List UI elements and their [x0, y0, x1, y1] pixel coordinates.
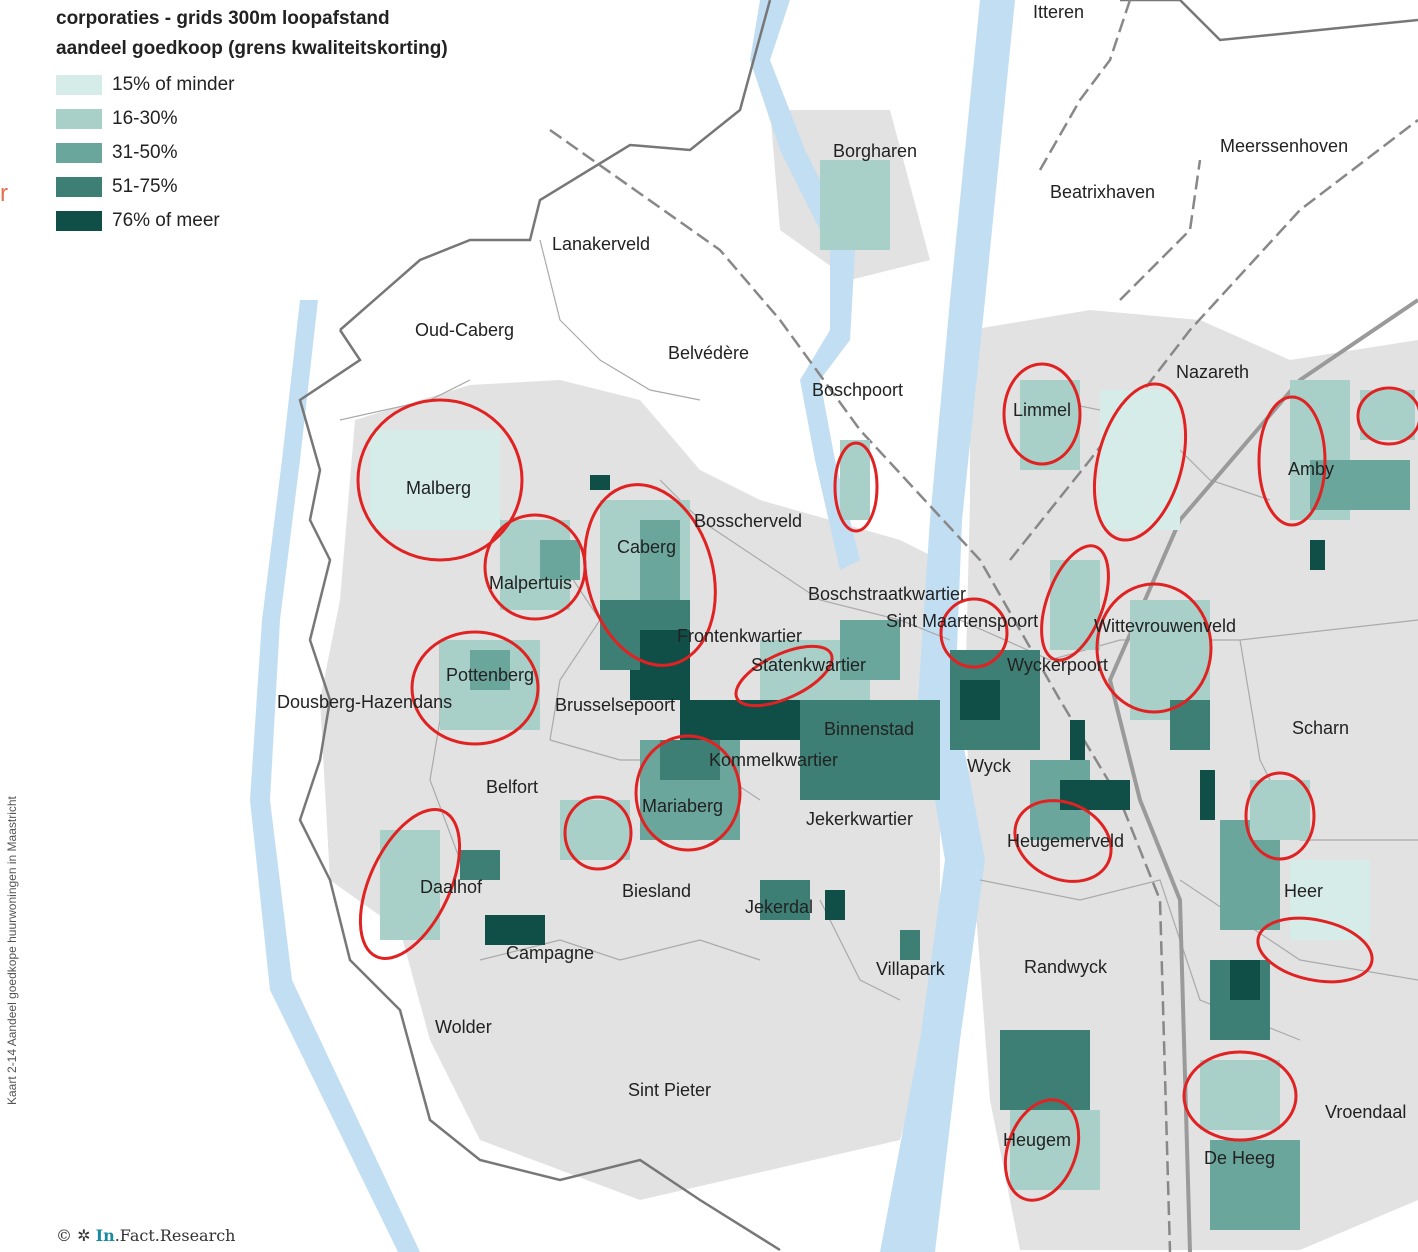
place-label: Amby — [1288, 459, 1334, 479]
place-label: Pottenberg — [446, 665, 534, 685]
place-label: Nazareth — [1176, 362, 1249, 382]
place-label: Wyckerpoort — [1007, 655, 1108, 675]
copyright-notice: © ✲ In.Fact.Research — [56, 1226, 235, 1245]
place-label: Villapark — [876, 959, 946, 979]
river-west — [750, 0, 860, 570]
legend-item: 15% of minder — [56, 68, 448, 102]
legend-swatch — [56, 143, 102, 163]
place-label: Randwyck — [1024, 957, 1108, 977]
place-label: Boschstraatkwartier — [808, 584, 966, 604]
place-label: Belfort — [486, 777, 538, 797]
legend-item: 16-30% — [56, 102, 448, 136]
legend-title: corporaties - grids 300m loopafstand — [56, 8, 390, 29]
place-label: Brusselsepoort — [555, 695, 675, 715]
place-label: Campagne — [506, 943, 594, 963]
legend-label: 15% of minder — [112, 74, 235, 95]
place-label: Bosscherveld — [694, 511, 802, 531]
legend-label: 76% of meer — [112, 210, 220, 231]
river-maas — [880, 0, 1015, 1252]
highlight-circles — [356, 362, 1418, 1202]
place-label: Malberg — [406, 478, 471, 498]
grid-cells — [370, 160, 1415, 1230]
place-label: Statenkwartier — [751, 655, 866, 675]
place-label: Mariaberg — [642, 796, 723, 816]
legend-subtitle: aandeel goedkoop (grens kwaliteitskortin… — [56, 38, 448, 59]
map-legend: corporaties - grids 300m loopafstand aan… — [56, 8, 448, 238]
place-label: Sint Maartenspoort — [886, 611, 1038, 631]
place-label: Scharn — [1292, 718, 1349, 738]
legend-label: 51-75% — [112, 176, 178, 197]
place-label: Sint Pieter — [628, 1080, 711, 1100]
place-label: Limmel — [1013, 400, 1071, 420]
copyright-symbol: © — [56, 1226, 72, 1245]
legend-item: 76% of meer — [56, 204, 448, 238]
place-label: Beatrixhaven — [1050, 182, 1155, 202]
place-label: Jekerdal — [745, 897, 813, 917]
legend-swatch — [56, 109, 102, 129]
legend-label: 16-30% — [112, 108, 178, 129]
place-label: Dousberg-Hazendans — [277, 692, 452, 712]
place-label: Wittevrouwenveld — [1094, 616, 1236, 636]
place-label: Oud-Caberg — [415, 320, 514, 340]
place-label: Biesland — [622, 881, 691, 901]
place-label: Belvédère — [668, 343, 749, 363]
place-label: Kommelkwartier — [709, 750, 838, 770]
place-label: Jekerkwartier — [806, 809, 913, 829]
legend-items: 15% of minder 16-30% 31-50% 51-75% 76% of me… — [56, 68, 448, 238]
place-label: Heugemerveld — [1007, 831, 1124, 851]
brand-rest: .Fact.Research — [114, 1226, 236, 1245]
built-up-areas — [320, 110, 1418, 1250]
legend-item: 51-75% — [56, 170, 448, 204]
railways — [549, 0, 1418, 1252]
place-label: Borgharen — [833, 141, 917, 161]
place-label: Meerssenhoven — [1220, 136, 1348, 156]
place-label: Heugem — [1003, 1130, 1071, 1150]
legend-label: 31-50% — [112, 142, 178, 163]
legend-swatch — [56, 211, 102, 231]
place-labels: Itteren Borgharen Meerssenhoven Beatrixh… — [277, 2, 1406, 1168]
place-label: Itteren — [1033, 2, 1084, 22]
brand-in: In — [95, 1226, 115, 1245]
place-label: Boschpoort — [812, 380, 903, 400]
place-label: Binnenstad — [824, 719, 914, 739]
legend-swatch — [56, 75, 102, 95]
star-icon: ✲ — [77, 1226, 91, 1245]
municipality-border — [298, 0, 1418, 1252]
place-label: Caberg — [617, 537, 676, 557]
place-label: Lanakerveld — [552, 234, 650, 254]
edge-fragment: r — [0, 180, 8, 207]
place-label: Wolder — [435, 1017, 492, 1037]
place-label: Vroendaal — [1325, 1102, 1406, 1122]
place-label: Wyck — [967, 756, 1012, 776]
place-label: Heer — [1284, 881, 1323, 901]
place-label: Malpertuis — [489, 573, 572, 593]
legend-swatch — [56, 177, 102, 197]
legend-item: 31-50% — [56, 136, 448, 170]
place-label: Frontenkwartier — [677, 626, 802, 646]
map-caption: Kaart 2-14 Aandeel goedkope huurwoningen… — [5, 796, 19, 1105]
canal-albert — [250, 300, 420, 1252]
place-label: De Heeg — [1204, 1148, 1275, 1168]
place-label: Daalhof — [420, 877, 483, 897]
